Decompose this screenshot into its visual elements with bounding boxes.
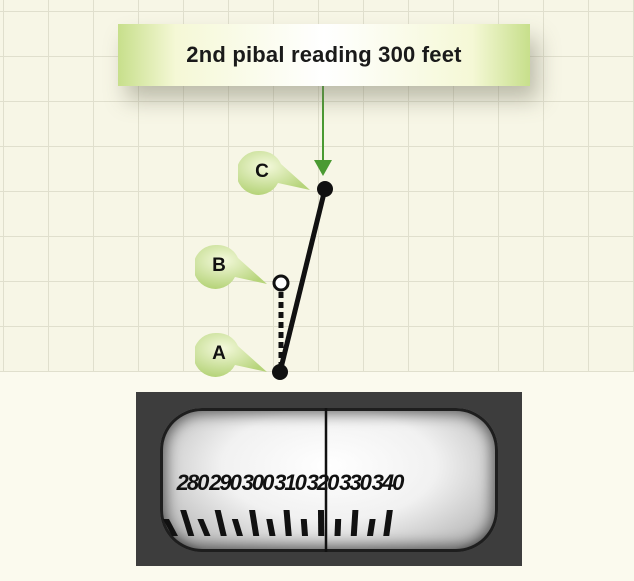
gauge-minor-tick [231, 519, 243, 536]
gauge-minor-tick [266, 519, 276, 536]
point-c-badge: C [238, 148, 310, 196]
point-b-marker [272, 274, 290, 292]
point-a-badge: A [195, 330, 267, 378]
point-c-marker [317, 181, 333, 197]
gauge-tick-label: 310 [274, 470, 307, 495]
point-a-marker [272, 364, 288, 380]
point-a-label: A [212, 343, 226, 364]
callout-arrow-head [314, 160, 332, 176]
gauge-minor-tick [334, 519, 342, 536]
pibal-track-line [277, 188, 328, 373]
badge-a-shape [195, 332, 267, 377]
gauge-tick-label: 330 [339, 470, 372, 495]
gauge-minor-tick [197, 519, 211, 536]
gauge-tick-label: 340 [372, 470, 405, 495]
gauge-minor-tick [162, 519, 178, 536]
gauge-major-tick [180, 510, 195, 536]
reading-callout: 2nd pibal reading 300 feet [118, 24, 530, 86]
badge-c-shape [238, 150, 310, 195]
gauge-major-tick [214, 510, 227, 536]
gauge-tick-label: 280 [176, 470, 210, 495]
gauge-major-tick [249, 510, 260, 536]
badge-b-shape [195, 244, 267, 289]
gauge-minor-tick [300, 519, 308, 536]
gauge-major-tick [317, 510, 325, 536]
point-b-label: B [212, 255, 226, 276]
callout-label: 2nd pibal reading 300 feet [186, 42, 462, 67]
point-c-label: C [255, 161, 269, 182]
point-b-badge: B [195, 242, 267, 290]
gauge-tick-label: 300 [242, 470, 275, 495]
gauge-major-tick [283, 510, 292, 536]
gauge-major-tick [350, 510, 359, 536]
gauge-tick-label: 320 [307, 470, 340, 495]
gauge-major-tick [383, 510, 393, 536]
gauge-minor-tick [367, 519, 376, 536]
gauge-ticks [162, 510, 393, 536]
gauge-tick-label: 290 [208, 470, 242, 495]
